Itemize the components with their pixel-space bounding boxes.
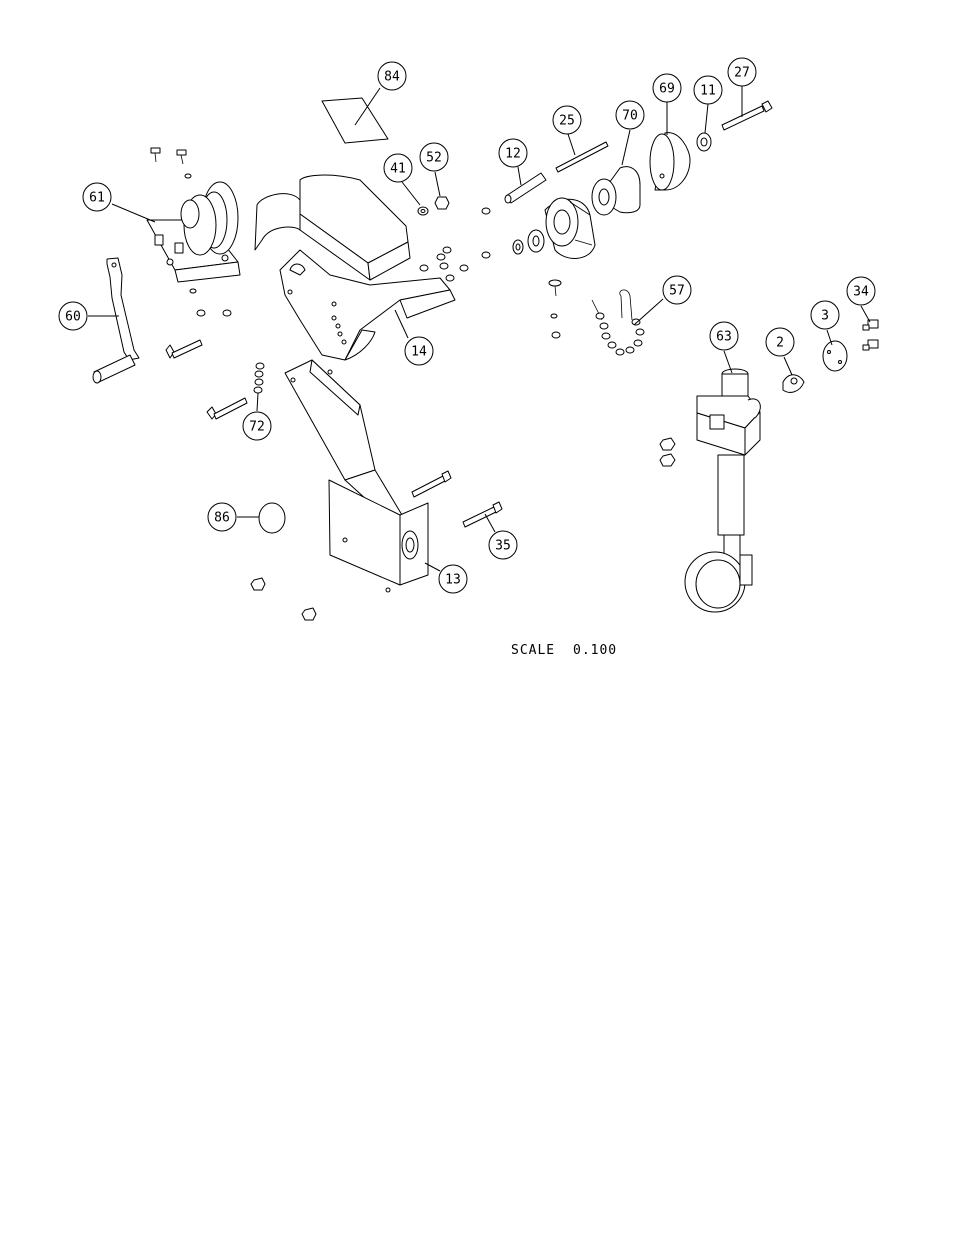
part-72-fasteners (253, 362, 265, 394)
callout-11: 11 (693, 75, 723, 105)
part-35-bolt (462, 501, 503, 528)
part-60-crank-handle (92, 257, 140, 384)
callout-35: 35 (488, 530, 518, 560)
callout-2: 2 (765, 327, 795, 357)
svg-text:86: 86 (214, 511, 230, 526)
bracket-bolt-upper (411, 470, 452, 498)
callout-27: 27 (727, 57, 757, 87)
svg-text:2: 2 (776, 336, 784, 351)
callout-12: 12 (498, 138, 528, 168)
callout-52: 52 (419, 142, 449, 172)
bow-roller-spool (544, 197, 596, 259)
winch-nuts (189, 288, 232, 317)
callout-63: 63 (709, 321, 739, 351)
callout-84: 84 (377, 61, 407, 91)
svg-text:12: 12 (505, 147, 521, 162)
part-70-bow-roller (591, 166, 641, 216)
svg-text:13: 13 (445, 573, 461, 588)
callout-61: 61 (82, 182, 112, 212)
part-84-decal (321, 97, 389, 144)
part-41-nut (417, 206, 429, 216)
svg-text:69: 69 (659, 82, 675, 97)
leader-lines (88, 86, 871, 572)
svg-text:70: 70 (622, 109, 638, 124)
callout-14: 14 (404, 336, 434, 366)
part-34-bolts (862, 319, 879, 351)
scale-label: SCALE (511, 643, 555, 658)
callout-34: 34 (846, 276, 876, 306)
callout-41: 41 (383, 153, 413, 183)
part-2-wedge (782, 374, 805, 393)
bolt-crank (165, 339, 203, 359)
winch-top-bolts (150, 147, 192, 179)
svg-text:34: 34 (853, 285, 869, 300)
svg-text:72: 72 (249, 420, 265, 435)
stand-fasteners (419, 207, 491, 282)
callout-69: 69 (652, 73, 682, 103)
svg-text:52: 52 (426, 151, 442, 166)
part-57-safety-chain (591, 289, 645, 356)
svg-text:63: 63 (716, 330, 732, 345)
callout-86: 86 (207, 502, 237, 532)
svg-text:35: 35 (495, 539, 511, 554)
part-25-shaft (555, 141, 609, 173)
part-69-end-cap (649, 132, 691, 191)
part-11-washer (696, 132, 712, 152)
callout-3: 3 (810, 300, 840, 330)
part-27-bolt (721, 100, 773, 131)
bolt-left-long (206, 397, 248, 420)
svg-text:41: 41 (390, 162, 406, 177)
scale-note: SCALE 0.100 (511, 643, 617, 658)
bolt-carriage (548, 279, 562, 339)
part-61-winch (146, 181, 241, 283)
svg-text:84: 84 (384, 70, 400, 85)
callout-70: 70 (615, 100, 645, 130)
svg-text:27: 27 (734, 66, 750, 81)
callout-13: 13 (438, 564, 468, 594)
svg-text:61: 61 (89, 191, 105, 206)
part-3-plate (822, 340, 848, 372)
scale-value: 0.100 (573, 643, 617, 658)
part-12-sleeve (504, 172, 547, 204)
callout-57: 57 (662, 275, 692, 305)
svg-text:3: 3 (821, 309, 829, 324)
svg-text:14: 14 (411, 345, 427, 360)
part-63-jack (684, 368, 761, 613)
svg-text:25: 25 (559, 114, 575, 129)
roller-washers (512, 229, 545, 255)
part-86-cap (258, 502, 286, 534)
part-13-bracket (284, 359, 429, 593)
part-52-nut (434, 196, 450, 210)
callout-60: 60 (58, 301, 88, 331)
callout-25: 25 (552, 105, 582, 135)
lower-nuts (250, 577, 317, 621)
jack-nuts (659, 437, 676, 467)
svg-text:11: 11 (700, 84, 716, 99)
callout-72: 72 (242, 411, 272, 441)
part-14-winch-stand (254, 174, 456, 361)
svg-text:57: 57 (669, 284, 685, 299)
svg-text:60: 60 (65, 310, 81, 325)
